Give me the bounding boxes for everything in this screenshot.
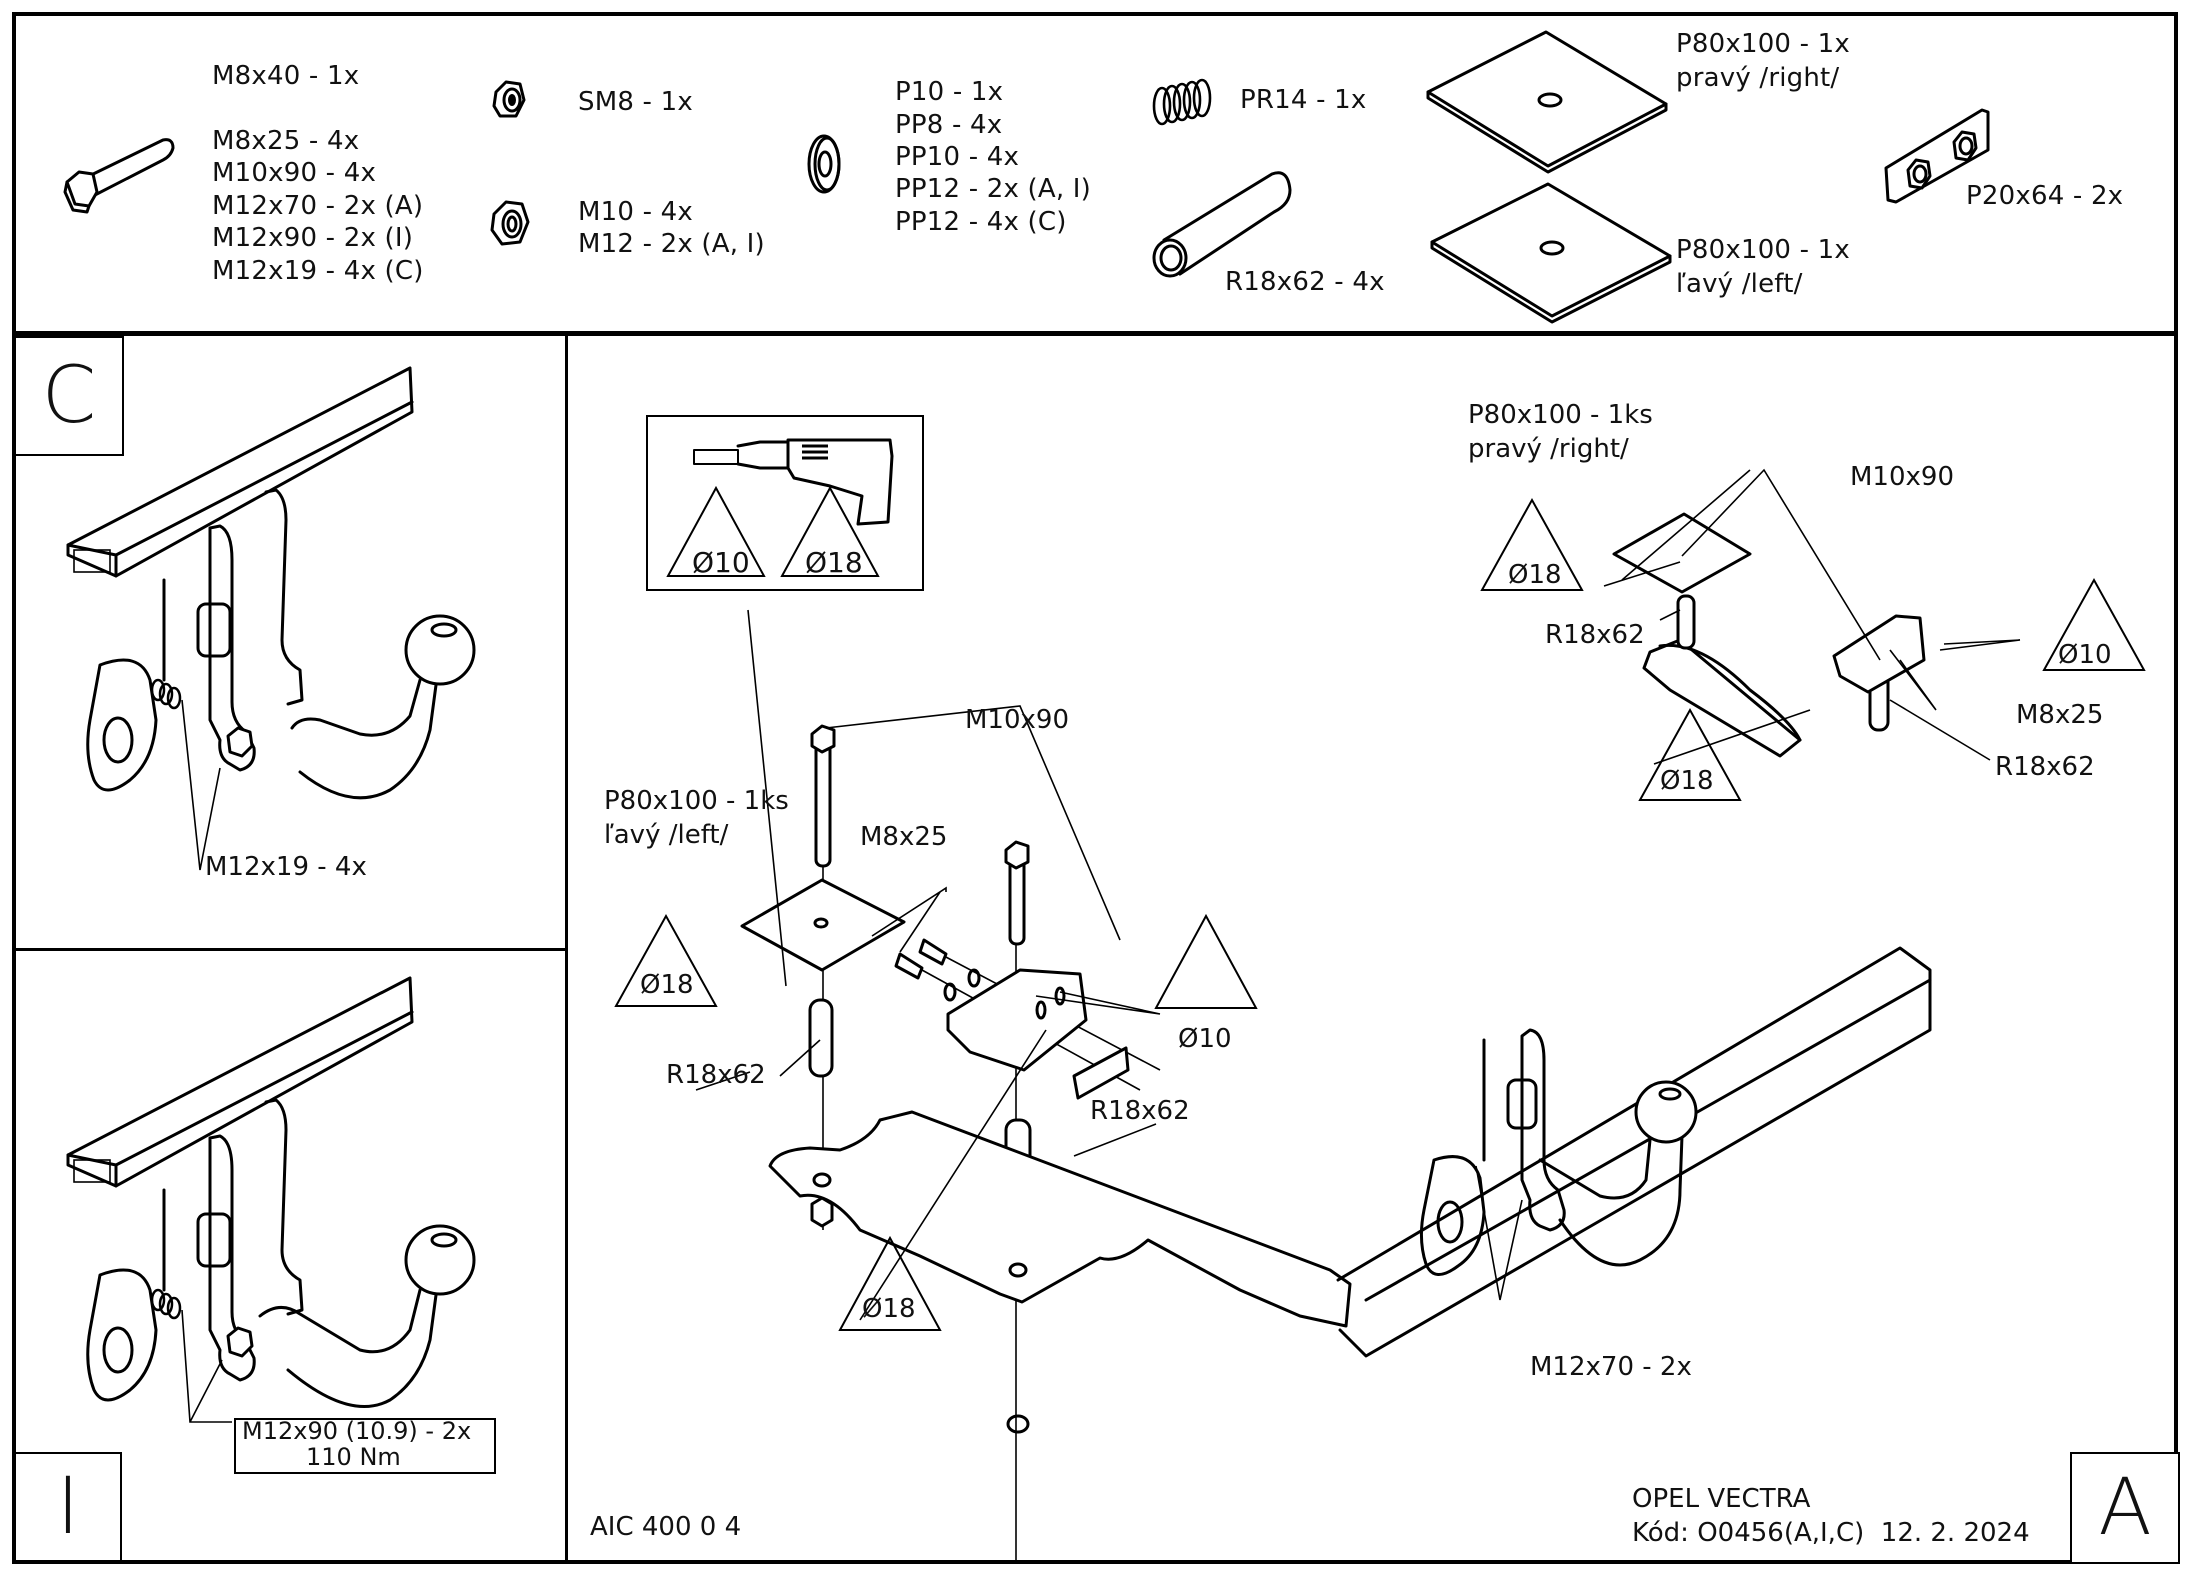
variant-letter-c: C [14, 336, 124, 456]
washer-item: PP10 - 4x [895, 142, 1020, 172]
label-dia18-right-bottom: Ø18 [1660, 766, 1714, 796]
self-locking-nut-icon [492, 80, 526, 118]
label-r18x62-left-a: R18x62 [666, 1060, 766, 1090]
square-plate-icon [1426, 30, 1668, 174]
nut-item: M10 - 4x [578, 197, 693, 227]
bolt-item: M10x90 - 4x [212, 158, 377, 188]
washer-item: PP8 - 4x [895, 110, 1003, 140]
label-dia10-left: Ø10 [1178, 1024, 1232, 1054]
vehicle-name: OPEL VECTRA [1632, 1484, 1811, 1514]
code-and-date: Kód: O0456(A,I,C) 12. 2. 2024 [1632, 1518, 2030, 1548]
drawing-frame [12, 12, 2178, 1564]
bolt-item: M8x40 - 1x [212, 61, 360, 91]
plate-item: P80x100 - 1x [1676, 235, 1851, 265]
torque-callout-box [234, 1418, 496, 1474]
label-left-plate-side: ľavý /left/ [604, 820, 729, 850]
plate-item: P80x100 - 1x [1676, 29, 1851, 59]
callout-m12x19: M12x19 - 4x [205, 852, 367, 882]
drill-icon [693, 438, 894, 526]
label-right-plate: P80x100 - 1ks [1468, 400, 1653, 430]
label-m8x25-left: M8x25 [860, 822, 948, 852]
variant-letter-i: I [14, 1452, 122, 1562]
towbar-a-assembly-illustration [695, 468, 2021, 1560]
label-r18x62-right-b: R18x62 [1995, 752, 2095, 782]
callout-m12x90: M12x90 (10.9) - 2x [242, 1417, 472, 1445]
label-right-plate-side: pravý /right/ [1468, 434, 1629, 464]
nut-item: M12 - 2x (A, I) [578, 229, 765, 259]
label-m10x90-left: M10x90 [965, 705, 1069, 735]
label-dia18-right-top: Ø18 [1508, 560, 1562, 590]
label-dia10-right: Ø10 [2058, 640, 2112, 670]
callout-torque: 110 Nm [306, 1443, 401, 1471]
label-dia18-left-plate: Ø18 [640, 970, 694, 1000]
spring-item: PR14 - 1x [1240, 85, 1367, 115]
variant-divider [14, 948, 566, 951]
drill-hole-18: Ø18 [805, 546, 863, 579]
label-m12x70: M12x70 - 2x [1530, 1352, 1692, 1382]
drill-info-box [646, 415, 924, 591]
washer-item: PP12 - 2x (A, I) [895, 174, 1092, 204]
product-code: AIC 400 0 4 [590, 1512, 742, 1542]
washer-item: PP12 - 4x (C) [895, 207, 1067, 237]
nut-plate-item: P20x64 - 2x [1966, 181, 2124, 211]
label-dia18-left-bottom: Ø18 [862, 1294, 916, 1324]
variant-letter-a: A [2070, 1452, 2180, 1564]
bolt-item: M8x25 - 4x [212, 126, 360, 156]
column-divider [565, 333, 568, 1563]
towbar-i-illustration [66, 976, 476, 1423]
nut-plate-icon [1884, 108, 1990, 204]
bolt-item: M12x19 - 4x (C) [212, 256, 424, 286]
label-left-plate: P80x100 - 1ks [604, 786, 789, 816]
plate-item: pravý /right/ [1676, 63, 1840, 93]
bolt-item: M12x70 - 2x (A) [212, 191, 424, 221]
spring-icon [1152, 78, 1212, 126]
towbar-c-illustration [66, 366, 476, 871]
square-plate-icon [1430, 182, 1672, 324]
hex-bolt-icon [63, 138, 175, 214]
nut-item: SM8 - 1x [578, 87, 693, 117]
label-r18x62-left-b: R18x62 [1090, 1096, 1190, 1126]
washer-icon [807, 134, 841, 194]
label-m8x25-right: M8x25 [2016, 700, 2104, 730]
hole-marker-triangles [614, 497, 2146, 1331]
tube-item: R18x62 - 4x [1225, 267, 1385, 297]
hex-nut-icon [490, 200, 530, 246]
washer-item: P10 - 1x [895, 77, 1004, 107]
bolt-item: M12x90 - 2x (I) [212, 223, 414, 253]
label-m10x90-right: M10x90 [1850, 462, 1954, 492]
tube-spacer-icon [1152, 171, 1292, 278]
drill-hole-10: Ø10 [692, 546, 750, 579]
parts-strip-divider [12, 331, 2178, 336]
drill-hole-markers [666, 485, 880, 577]
label-r18x62-right-a: R18x62 [1545, 620, 1645, 650]
plate-item: ľavý /left/ [1676, 269, 1803, 299]
